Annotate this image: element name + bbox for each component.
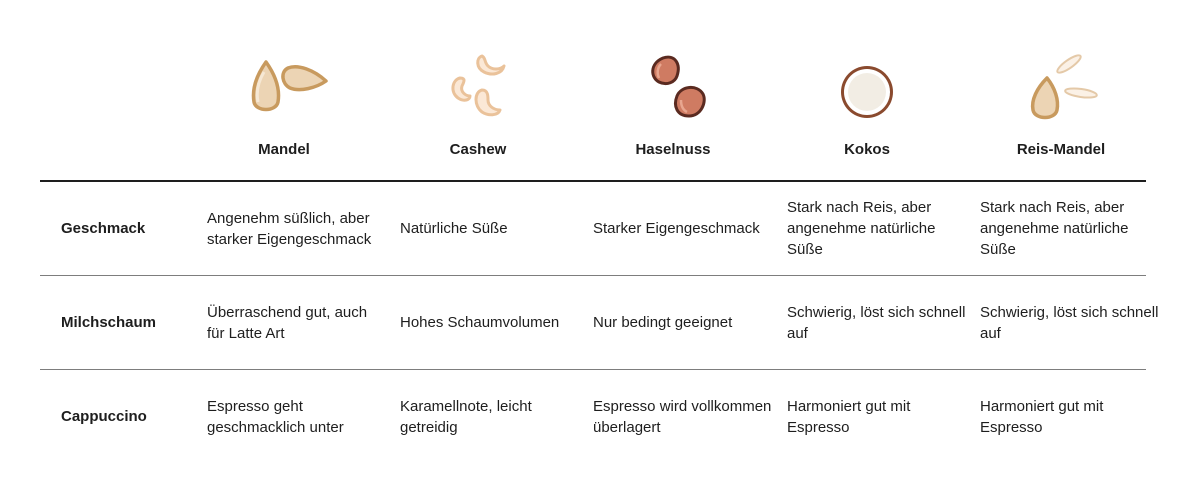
table-cell: Überraschend gut, auch für Latte Art <box>207 303 368 342</box>
row-label: Milchschaum <box>61 314 157 331</box>
table-cell: Natürliche Süße <box>400 220 508 237</box>
table-cell: Harmoniert gut mit Espresso <box>787 397 911 436</box>
rice-almond-icon <box>1030 54 1098 120</box>
comparison-table: Mandel Cashew Haselnuss <box>40 0 1158 463</box>
table-cell: Schwierig, löst sich schnell auf <box>787 303 966 342</box>
cashew-icon <box>451 54 506 117</box>
table-cell: Angenehm süßlich, aber starker Eigengesc… <box>207 209 372 248</box>
table-cell: Karamellnote, leicht getreidig <box>400 397 532 436</box>
table-cell: Espresso geht geschmacklich unter <box>207 397 344 436</box>
column-mandel: Mandel <box>187 0 381 180</box>
row-label: Cappuccino <box>61 408 147 425</box>
column-haselnuss: Haselnuss <box>576 0 770 180</box>
table-cell: Starker Eigengeschmack <box>593 220 760 237</box>
column-name: Kokos <box>844 141 890 158</box>
column-name: Reis-Mandel <box>1016 141 1106 158</box>
table-cell: Espresso wird vollkommen überlagert <box>593 397 772 436</box>
column-name: Mandel <box>258 141 310 158</box>
table-cell: Stark nach Reis, aber angenehme natürlic… <box>787 199 936 258</box>
table-cell: Stark nach Reis, aber angenehme natürlic… <box>980 199 1129 258</box>
almond-icon <box>251 60 328 112</box>
column-name: Cashew <box>449 141 507 158</box>
row-label: Geschmack <box>61 220 146 237</box>
column-name: Haselnuss <box>635 141 711 158</box>
column-cashew: Cashew <box>381 0 575 180</box>
table-row-geschmack: Geschmack Angenehm süßlich, aber starker… <box>40 182 1146 276</box>
table-cell: Hohes Schaumvolumen <box>400 314 560 331</box>
table-cell: Nur bedingt geeignet <box>593 314 733 331</box>
table-row-milchschaum: Milchschaum Überraschend gut, auch für L… <box>40 276 1158 370</box>
hazelnut-icon <box>651 55 706 118</box>
table-row-cappuccino: Cappuccino Espresso geht geschmacklich u… <box>40 370 1146 463</box>
table-cell: Schwierig, löst sich schnell auf <box>980 303 1159 342</box>
coconut-icon <box>841 66 893 118</box>
table-header: Mandel Cashew Haselnuss <box>40 0 1146 182</box>
table-cell: Harmoniert gut mit Espresso <box>980 397 1104 436</box>
column-kokos: Kokos <box>770 0 964 180</box>
column-reis-mandel: Reis-Mandel <box>964 0 1158 180</box>
